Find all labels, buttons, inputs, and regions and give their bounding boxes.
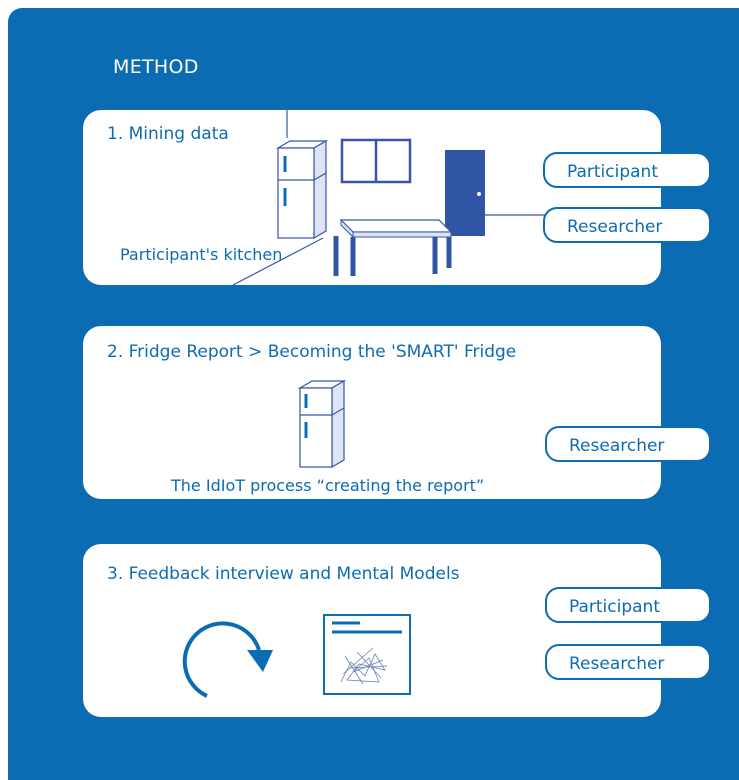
step-caption: The IdIoT process “creating the report” (171, 476, 485, 495)
kitchen-illustration (232, 110, 545, 286)
role-participant: Participant (545, 587, 711, 623)
step-card-mining-data: 1. Mining data Participant's kitchen (83, 110, 711, 286)
role-participant: Participant (543, 152, 711, 188)
feedback-illustration (182, 614, 411, 698)
step-title: 1. Mining data (107, 124, 229, 144)
step-card-feedback-interview: 3. Feedback interview and Mental Models … (83, 544, 711, 717)
role-researcher: Researcher (543, 207, 711, 243)
page-title: METHOD (113, 56, 199, 78)
step-card-fridge-report: 2. Fridge Report > Becoming the 'SMART' … (83, 326, 711, 499)
refresh-arrow-icon (182, 621, 273, 698)
step-caption: Participant's kitchen (120, 245, 283, 264)
role-researcher: Researcher (545, 426, 711, 462)
role-researcher: Researcher (545, 644, 711, 680)
step-title: 2. Fridge Report > Becoming the 'SMART' … (107, 342, 517, 362)
step-title: 3. Feedback interview and Mental Models (107, 564, 460, 584)
report-document-icon (323, 614, 411, 695)
fridge-icon (297, 379, 347, 469)
fridge-icon (275, 139, 329, 240)
